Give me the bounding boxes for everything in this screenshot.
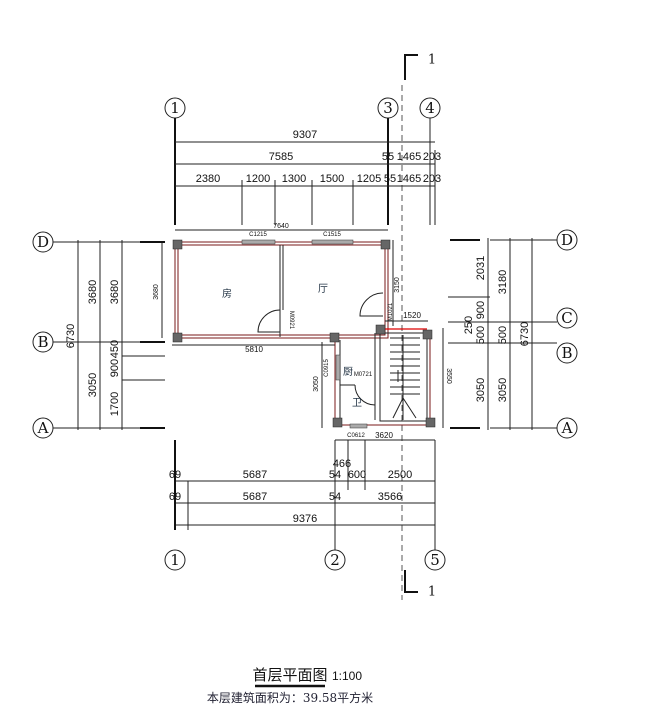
dim-text: 2500 <box>388 469 412 481</box>
door-label: M0921 <box>288 311 294 330</box>
dim-text: 3620 <box>375 431 393 440</box>
axis-label: 2 <box>330 551 340 569</box>
right-dimensions: D C B A 2031 900 250 500 3050 3180 500 3… <box>448 229 578 439</box>
axis-label: C <box>561 309 572 327</box>
bottom-dimensions: 69 5687 54 466 600 2500 69 5687 54 3566 … <box>164 440 446 571</box>
door-swing <box>359 292 384 317</box>
axis-label: 1 <box>170 99 180 117</box>
section-label: 1 <box>428 585 436 600</box>
axis-label: B <box>37 333 48 351</box>
dim-text: 600 <box>348 469 366 481</box>
window-label: C0612 <box>347 433 365 439</box>
room-label-kitchen: 厨 <box>343 366 353 378</box>
dim-text: 3050 <box>313 376 320 392</box>
axis-label: A <box>561 419 573 437</box>
dim-text: 54 <box>329 469 341 481</box>
door-swing <box>257 309 281 333</box>
axis-label: A <box>37 419 49 437</box>
window-c1515 <box>311 239 354 245</box>
room-label-living: 厅 <box>318 284 328 295</box>
window-label: C1515 <box>323 232 341 238</box>
dim-text: 1500 <box>320 173 344 185</box>
dim-text: 250 <box>463 316 475 334</box>
dim-text: 3680 <box>109 280 121 304</box>
dim-text: 7640 <box>273 223 289 230</box>
door-label: M1021 <box>388 302 394 321</box>
dim-text: 500 <box>497 326 509 344</box>
axis-label: 5 <box>430 551 440 569</box>
axis-label: D <box>37 233 49 251</box>
door-swing <box>354 384 376 406</box>
section-mark-top: 1 <box>404 53 436 80</box>
dim-text: 500 <box>475 326 487 344</box>
section-mark-bottom: 1 <box>404 570 436 600</box>
axis-label: 3 <box>383 99 393 117</box>
axis-label: D <box>561 231 573 249</box>
axis-label: 4 <box>425 99 435 117</box>
building-plan: C1215 C1515 M0921 M1021 C0915 C0612 M072… <box>172 232 436 439</box>
dim-text: 450 <box>109 340 121 358</box>
dim-text: 1465 <box>397 151 421 163</box>
dim-text: 6730 <box>519 322 531 346</box>
dim-text: 5687 <box>243 491 267 503</box>
room-label-bedroom: 房 <box>222 287 232 300</box>
room-label-bath: 卫 <box>352 398 362 409</box>
door-label: M0721 <box>354 372 373 378</box>
window-label: C1215 <box>249 232 267 238</box>
dim-text: 7585 <box>269 151 293 163</box>
dim-text: 5810 <box>245 345 263 354</box>
dim-text: 1520 <box>403 311 421 320</box>
dim-text: 54 <box>329 491 341 503</box>
dim-text: 55 <box>382 151 394 163</box>
dim-text: 466 <box>333 458 351 470</box>
dim-text: 1300 <box>282 173 306 185</box>
window-c0612 <box>349 423 368 429</box>
dim-text: 900 <box>475 301 487 319</box>
drawing-title: 首层平面图 <box>252 666 327 684</box>
dim-text: 9376 <box>293 513 317 525</box>
inner-dimensions: 5810 3680 3150 1520 3050 3550 3620 <box>153 240 452 441</box>
dim-text: 1465 <box>397 173 421 185</box>
dim-text: 3050 <box>87 373 99 397</box>
top-dimensions: 9307 7585 55 1465 203 2380 1200 1300 150… <box>175 129 441 231</box>
dim-text: 3550 <box>445 368 452 384</box>
dim-text: 900 <box>109 359 121 377</box>
drawing-scale: 1:100 <box>332 669 362 683</box>
section-label: 1 <box>428 53 436 68</box>
dim-text: 3050 <box>475 378 487 402</box>
window-label: C0915 <box>324 359 330 377</box>
staircase <box>379 332 428 422</box>
dim-text: 3150 <box>394 277 401 293</box>
window-c1215 <box>241 239 276 245</box>
axis-bubbles-top: 1 3 4 <box>164 97 441 225</box>
dim-text: 69 <box>169 491 181 503</box>
dim-text: 69 <box>169 469 181 481</box>
window-c0915 <box>335 354 341 381</box>
dim-text: 6730 <box>65 324 77 348</box>
dim-text: 2031 <box>475 256 487 280</box>
dim-text: 3180 <box>497 270 509 294</box>
dim-text: 2380 <box>196 173 220 185</box>
dim-text: 1205 <box>357 173 381 185</box>
drawing-title-block: 首层平面图 1:100 本层建筑面积为：39.58平方米 <box>207 666 373 705</box>
dim-text: 3050 <box>497 378 509 402</box>
dim-text: 3566 <box>378 491 402 503</box>
dim-text: 55 <box>384 173 396 185</box>
dim-text: 5687 <box>243 469 267 481</box>
axis-label: B <box>561 344 572 362</box>
dim-text: 3680 <box>87 280 99 304</box>
floor-area-note: 本层建筑面积为：39.58平方米 <box>207 690 373 705</box>
dim-text: 9307 <box>293 129 317 141</box>
dim-text: 203 <box>423 173 441 185</box>
left-dimensions: D B A 6730 3680 3050 3680 450 900 1700 <box>32 231 165 439</box>
dim-text: 1200 <box>246 173 270 185</box>
dim-text: 1700 <box>109 392 121 416</box>
axis-label: 1 <box>170 551 180 569</box>
dim-text: 203 <box>423 151 441 163</box>
dim-text: 3680 <box>153 284 160 300</box>
